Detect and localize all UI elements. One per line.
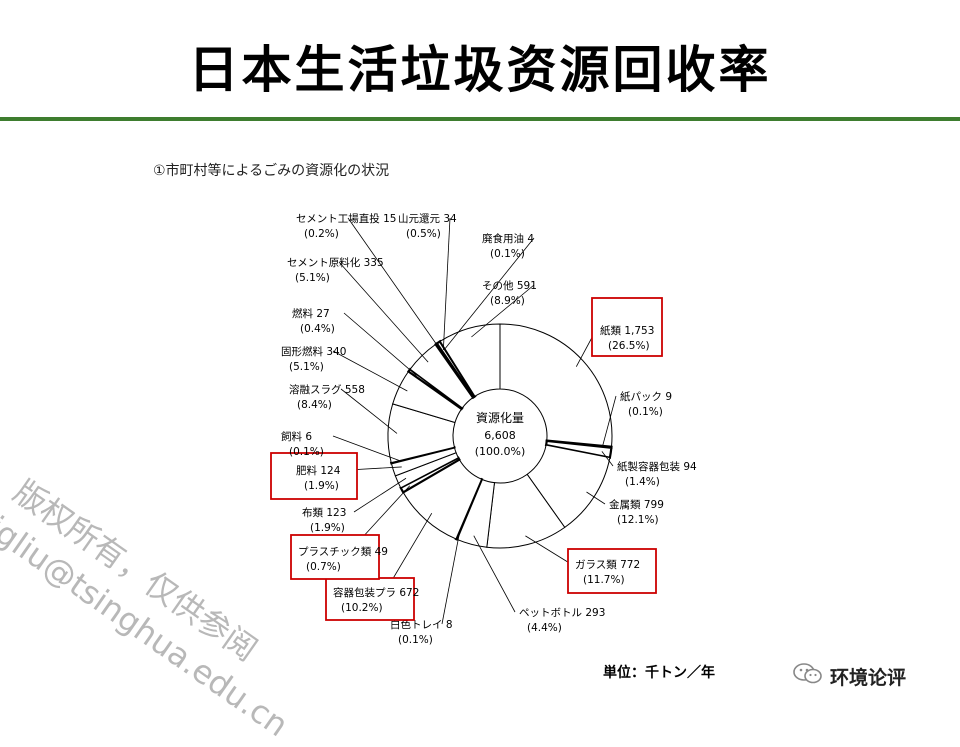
leader-line	[586, 491, 606, 505]
leader-line	[353, 477, 407, 513]
slice-pct-label: (0.1%)	[628, 406, 663, 418]
leader-line	[338, 261, 429, 363]
unit-label: 単位：千トン／年	[603, 665, 715, 681]
highlight-box	[290, 534, 380, 580]
slice-pct-label: (0.4%)	[300, 323, 335, 335]
slice-pct-label: (0.1%)	[490, 248, 525, 260]
slice-label: 布類 123	[302, 507, 346, 519]
slice-label: 飼料 6	[281, 430, 312, 443]
slice-pct-label: (0.7%)	[306, 561, 341, 573]
chart-title: ①市町村等によるごみの資源化の状況	[153, 162, 389, 179]
highlight-box	[591, 297, 663, 357]
brand-name: 环境论评	[830, 666, 907, 689]
slice-label: 山元還元 34	[398, 212, 457, 225]
slice-pct-label: (10.2%)	[341, 602, 383, 614]
leader-line	[471, 284, 535, 338]
slice-pct-label: (8.9%)	[490, 295, 525, 307]
slice-label: 金属類 799	[609, 498, 664, 511]
slide-title: 日本生活垃圾资源回收率	[188, 41, 772, 99]
slice-pct-label: (5.1%)	[289, 361, 324, 373]
slice-label: 廃食用油 4	[482, 232, 534, 245]
center-value: 6,608	[484, 429, 516, 442]
slice-label: ガラス類 772	[575, 559, 640, 571]
slice-label: ペットボトル 293	[519, 607, 605, 619]
leader-line	[444, 237, 535, 350]
center-pct: (100.0%)	[475, 445, 526, 458]
slice-pct-label: (0.2%)	[304, 228, 339, 240]
donut-chart: ①市町村等によるごみの資源化の状況 紙類 1,753 (26.5%) 紙パック 9 (…	[153, 162, 697, 646]
slice-label: 紙類 1,753	[600, 324, 654, 337]
wechat-icon	[792, 661, 824, 691]
slice-pct-label: (1.4%)	[625, 476, 660, 488]
slice-pct-label: (4.4%)	[527, 622, 562, 634]
slice-pct-label: (0.5%)	[406, 228, 441, 240]
center-label: 資源化量	[476, 411, 524, 425]
leader-line	[601, 451, 614, 467]
slice-pct-label: (12.1%)	[617, 514, 659, 526]
slice-label: 紙製容器包装 94	[617, 460, 697, 473]
slice-label: 固形燃料 340	[281, 345, 346, 358]
highlight-box	[270, 452, 358, 500]
leader-line	[343, 312, 417, 376]
pie-slice	[439, 323, 501, 397]
slice-pct-label: (1.9%)	[304, 480, 339, 492]
slice-label: 白色トレイ 8	[390, 618, 453, 631]
slice-pct-label: (5.1%)	[295, 272, 330, 284]
slice-label: その他 591	[482, 279, 537, 292]
leader-line	[602, 395, 617, 447]
slice-pct-label: (0.1%)	[398, 634, 433, 646]
pie-slice	[499, 323, 613, 448]
leader-line	[442, 217, 451, 350]
highlight-box	[325, 577, 415, 621]
leader-line	[332, 350, 408, 392]
leader-line	[347, 217, 442, 352]
slice-label: 燃料 27	[292, 307, 330, 320]
slice-pct-label: (0.1%)	[289, 446, 324, 458]
slice-label: 紙パック 9	[620, 390, 672, 403]
leader-line	[525, 535, 572, 565]
brand: 环境论评	[792, 661, 906, 691]
leader-line	[473, 535, 516, 613]
slice-pct-label: (1.9%)	[310, 522, 345, 534]
slice-pct-label: (8.4%)	[297, 399, 332, 411]
slice-label: セメント工場直投 15	[296, 212, 397, 225]
slice-pct-label: (26.5%)	[608, 340, 650, 352]
slice-pct-label: (11.7%)	[583, 574, 625, 586]
leader-line	[441, 530, 461, 625]
slice-label: 肥料 124	[296, 464, 341, 477]
slice-label: 溶融スラグ 558	[289, 383, 365, 396]
title-divider	[0, 117, 960, 121]
slice-label: セメント原料化 335	[287, 256, 384, 269]
leader-line	[340, 388, 398, 434]
leader-line	[332, 435, 401, 462]
slice-label: プラスチック類 49	[298, 546, 388, 558]
slice-label: 容器包装プラ 672	[333, 586, 419, 599]
highlight-box	[567, 548, 657, 594]
